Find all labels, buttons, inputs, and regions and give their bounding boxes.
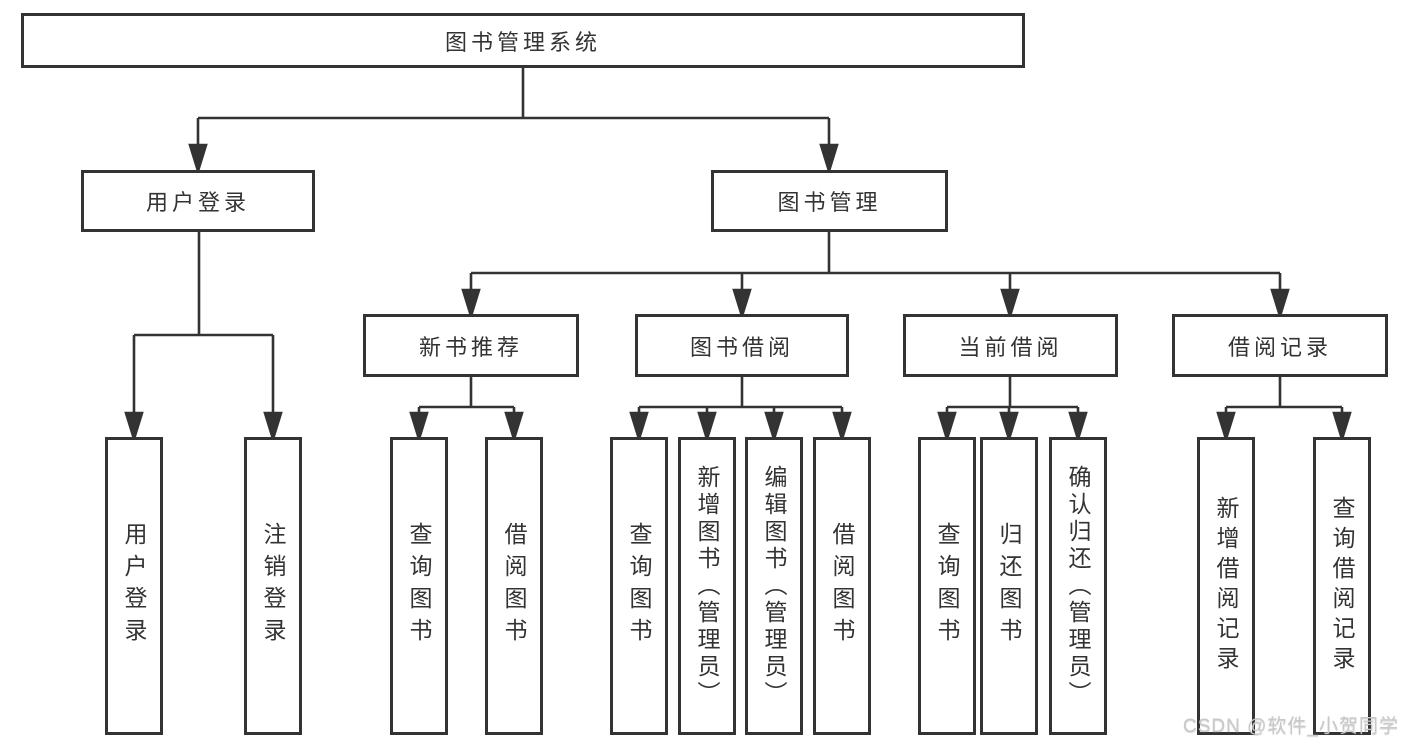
leaf-query-borrow-record: 查询借阅记录 — [1313, 437, 1371, 735]
node-borrow-records: 借阅记录 — [1172, 314, 1388, 377]
leaf-query-book-recommend: 查询图书 — [390, 437, 448, 735]
leaf-edit-book-admin: 编辑图书（管理员） — [745, 437, 803, 735]
connector-current-borrow-children — [937, 377, 1088, 444]
node-new-book-recommend: 新书推荐 — [363, 314, 579, 377]
connector-book-borrow-children — [629, 377, 852, 444]
leaf-user-login: 用户登录 — [105, 437, 163, 735]
leaf-add-borrow-record: 新增借阅记录 — [1197, 437, 1255, 735]
connector-user-login-children — [124, 232, 283, 444]
leaf-return-book: 归还图书 — [980, 437, 1038, 735]
node-root-system: 图书管理系统 — [21, 13, 1025, 68]
node-book-borrow: 图书借阅 — [635, 314, 849, 377]
leaf-borrow-book-recommend: 借阅图书 — [485, 437, 543, 735]
connector-new-book-children — [409, 377, 524, 444]
leaf-add-book-admin: 新增图书（管理员） — [678, 437, 736, 735]
watermark: CSDN @软件_小贺同学 — [1183, 716, 1399, 737]
leaf-confirm-return-admin: 确认归还（管理员） — [1049, 437, 1107, 735]
leaf-query-book-current: 查询图书 — [918, 437, 976, 735]
node-user-login: 用户登录 — [81, 170, 315, 232]
leaf-borrow-book: 借阅图书 — [813, 437, 871, 735]
connector-borrow-records-children — [1216, 377, 1352, 444]
connector-book-mgmt-children — [461, 232, 1290, 321]
leaf-query-book-borrow: 查询图书 — [610, 437, 668, 735]
node-current-borrow: 当前借阅 — [903, 314, 1118, 377]
leaf-logout: 注销登录 — [244, 437, 302, 735]
node-book-management: 图书管理 — [711, 170, 948, 232]
connector-root-to-level2 — [188, 68, 839, 176]
